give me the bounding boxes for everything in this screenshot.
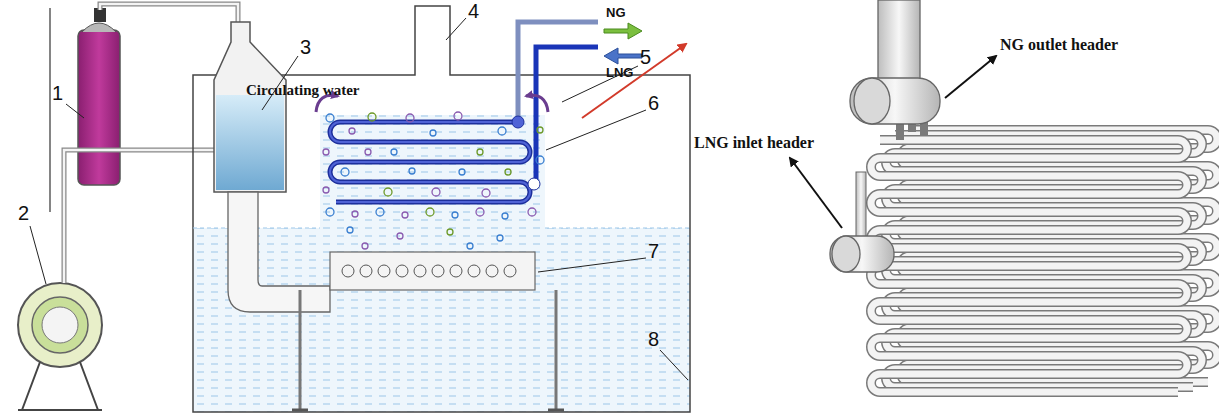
bubble xyxy=(376,208,384,216)
coil-tube xyxy=(871,140,1187,392)
part-label: Circulating water xyxy=(246,82,359,99)
callout-number: 7 xyxy=(648,240,659,262)
callout-number: 8 xyxy=(648,328,659,350)
bubble xyxy=(459,169,465,175)
part-label: LNG xyxy=(606,66,633,80)
bubble xyxy=(452,212,458,218)
bubble xyxy=(347,227,353,233)
bubble xyxy=(476,208,484,216)
bubble xyxy=(323,149,329,155)
callout-number: 6 xyxy=(648,92,659,114)
bubble xyxy=(432,188,440,196)
bubble xyxy=(477,149,483,155)
bubble xyxy=(497,235,503,241)
bubble xyxy=(536,156,544,164)
bubble xyxy=(326,114,334,122)
bubble xyxy=(454,112,462,120)
bubble xyxy=(323,187,329,193)
bubble xyxy=(467,243,473,249)
coil-tube xyxy=(871,140,1187,392)
bubble xyxy=(352,211,358,217)
part-label: NG outlet header xyxy=(1000,36,1118,54)
part-label: LNG inlet header xyxy=(694,134,814,152)
bubble xyxy=(368,113,376,121)
callout-number: 5 xyxy=(640,46,651,68)
bubble xyxy=(498,127,506,135)
bubble xyxy=(482,189,490,197)
header-branch xyxy=(908,124,916,132)
bubble xyxy=(326,208,334,216)
bubble xyxy=(397,233,403,239)
part-label: NG xyxy=(606,6,626,20)
bubble xyxy=(349,128,355,134)
callout-number: 4 xyxy=(468,0,479,22)
bubble xyxy=(406,114,414,122)
bubble xyxy=(505,169,511,175)
bubble xyxy=(402,212,408,218)
callout-number: 2 xyxy=(18,202,29,224)
bubble xyxy=(365,149,371,155)
callout-number: 3 xyxy=(300,36,311,58)
bubble xyxy=(341,168,349,176)
bubble xyxy=(537,127,543,133)
bubble xyxy=(391,149,397,155)
header-branch xyxy=(896,124,904,140)
bubble xyxy=(362,243,368,249)
bubble xyxy=(430,130,436,136)
bubble xyxy=(528,208,536,216)
bubble xyxy=(384,188,392,196)
callout-number: 1 xyxy=(52,82,63,104)
bubble xyxy=(409,168,415,174)
bubble xyxy=(502,213,508,219)
bubble xyxy=(426,208,434,216)
bubble xyxy=(447,229,453,235)
